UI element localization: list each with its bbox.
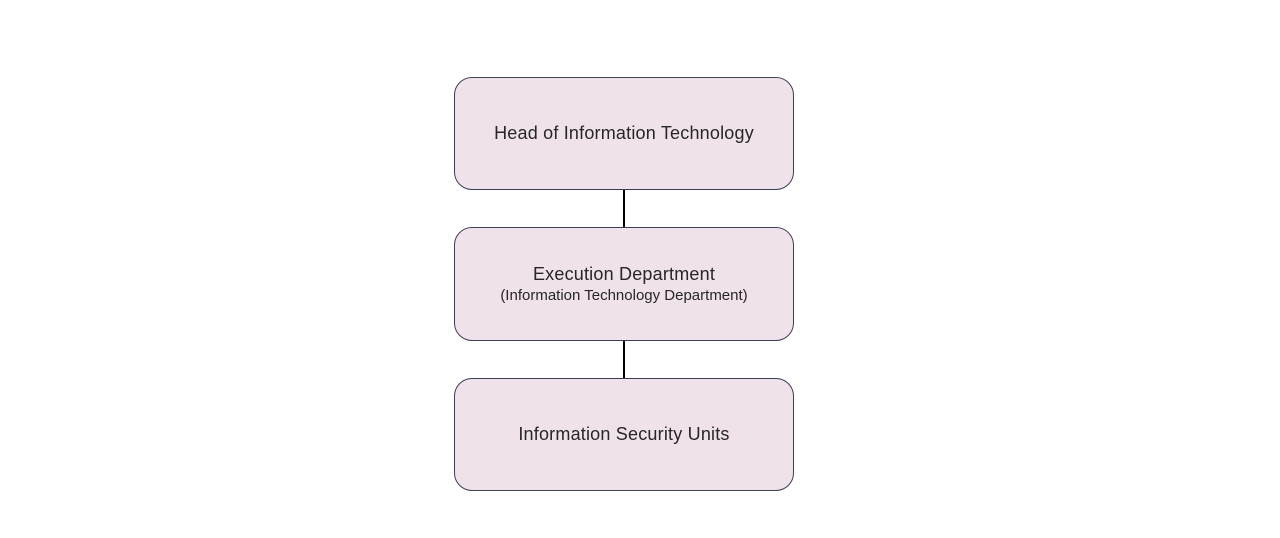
org-node-sublabel: (Information Technology Department)	[500, 286, 748, 304]
connector-line-execution-to-security	[623, 341, 625, 378]
org-node-label: Execution Department	[532, 263, 716, 284]
org-node-label: Head of Information Technology	[494, 122, 754, 143]
connector-line-head-to-execution	[623, 190, 625, 227]
org-node-head-of-information-technology: Head of Information Technology	[454, 77, 794, 190]
org-node-information-security-units: Information Security Units	[454, 378, 794, 491]
org-node-label: Information Security Units	[518, 423, 730, 444]
org-node-execution-department: Execution Department (Information Techno…	[454, 227, 794, 341]
